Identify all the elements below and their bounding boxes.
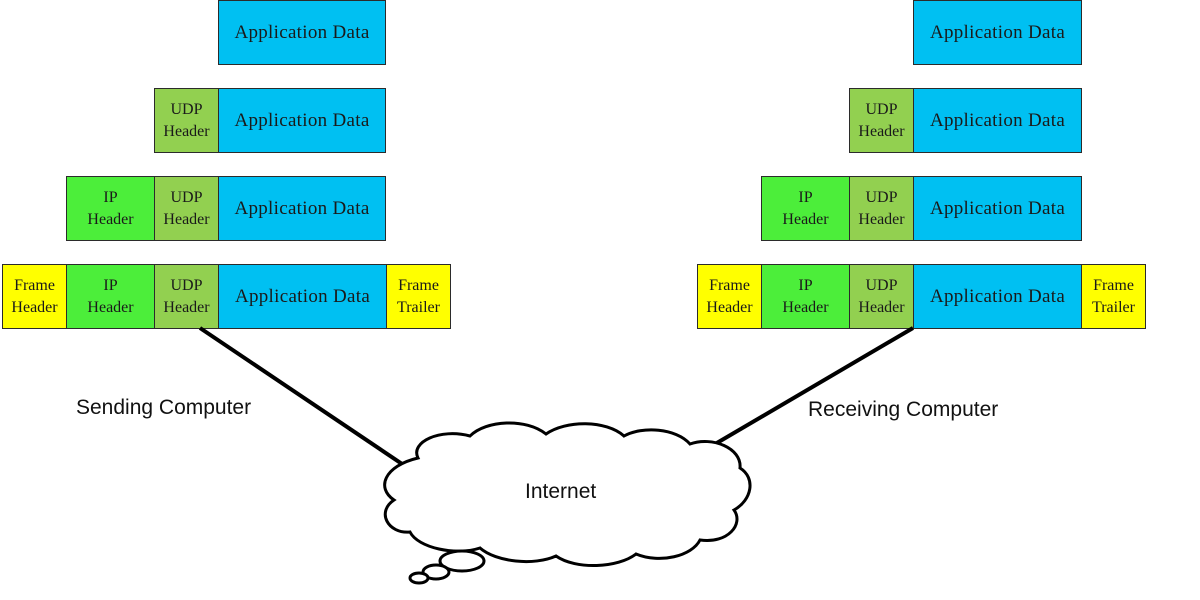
application-data-label: Application Data (234, 285, 371, 307)
udp-label: UDP (865, 276, 898, 294)
header-label: Header (706, 298, 753, 316)
sending-row4-frame-trailer: Frame Trailer (386, 264, 451, 329)
header-label: Header (163, 210, 210, 228)
sending-row4-application-data: Application Data (218, 264, 387, 329)
application-data-label: Application Data (929, 109, 1066, 131)
udp-label: UDP (170, 188, 203, 206)
sending-row1-application-data: Application Data (218, 0, 386, 65)
frame-label: Frame (398, 276, 439, 294)
internet-label: Internet (525, 480, 597, 503)
sending-row4-udp-header: UDP Header (154, 264, 219, 329)
receiving-computer-caption: Receiving Computer (808, 398, 999, 421)
udp-label: UDP (865, 188, 898, 206)
receiving-row2-application-data: Application Data (913, 88, 1082, 153)
sending-row4-ip-header: IP Header (66, 264, 155, 329)
sending-computer-caption: Sending Computer (76, 396, 252, 419)
sending-row3-ip-header: IP Header (66, 176, 155, 241)
trailer-label: Trailer (1092, 298, 1135, 316)
header-label: Header (87, 298, 134, 316)
receiving-row4-ip-header: IP Header (761, 264, 850, 329)
receiving-row4-application-data: Application Data (913, 264, 1082, 329)
receiving-connector-line (708, 326, 915, 449)
receiving-row3-ip-header: IP Header (761, 176, 850, 241)
application-data-label: Application Data (929, 21, 1066, 43)
ip-label: IP (798, 188, 813, 206)
sending-row3-udp-header: UDP Header (154, 176, 219, 241)
receiving-row1-application-data: Application Data (913, 0, 1082, 65)
sending-row2-udp-header: UDP Header (154, 88, 219, 153)
udp-label: UDP (865, 100, 898, 118)
application-data-label: Application Data (234, 197, 370, 219)
receiving-row4-frame-header: Frame Header (697, 264, 762, 329)
sending-row3-application-data: Application Data (218, 176, 386, 241)
sending-row2-application-data: Application Data (218, 88, 386, 153)
header-label: Header (858, 210, 905, 228)
receiving-row4-udp-header: UDP Header (849, 264, 914, 329)
header-label: Header (858, 298, 905, 316)
header-label: Header (163, 122, 210, 140)
header-label: Header (11, 298, 58, 316)
header-label: Header (782, 298, 829, 316)
udp-label: UDP (170, 276, 203, 294)
header-label: Header (87, 210, 134, 228)
receiving-row2-udp-header: UDP Header (849, 88, 914, 153)
application-data-label: Application Data (929, 197, 1066, 219)
ip-label: IP (103, 188, 118, 206)
udp-label: UDP (170, 100, 203, 118)
application-data-label: Application Data (234, 21, 370, 43)
cloud-icon (383, 421, 752, 585)
receiving-row3-application-data: Application Data (913, 176, 1082, 241)
frame-label: Frame (14, 276, 55, 294)
trailer-label: Trailer (397, 298, 440, 316)
receiving-row3-udp-header: UDP Header (849, 176, 914, 241)
application-data-label: Application Data (234, 109, 370, 131)
header-label: Header (163, 298, 210, 316)
frame-label: Frame (709, 276, 750, 294)
sending-connector-line (198, 326, 419, 476)
frame-label: Frame (1093, 276, 1134, 294)
header-label: Header (858, 122, 905, 140)
ip-label: IP (798, 276, 813, 294)
header-label: Header (782, 210, 829, 228)
receiving-row4-frame-trailer: Frame Trailer (1081, 264, 1146, 329)
ip-label: IP (103, 276, 118, 294)
application-data-label: Application Data (929, 285, 1066, 307)
sending-row4-frame-header: Frame Header (2, 264, 67, 329)
